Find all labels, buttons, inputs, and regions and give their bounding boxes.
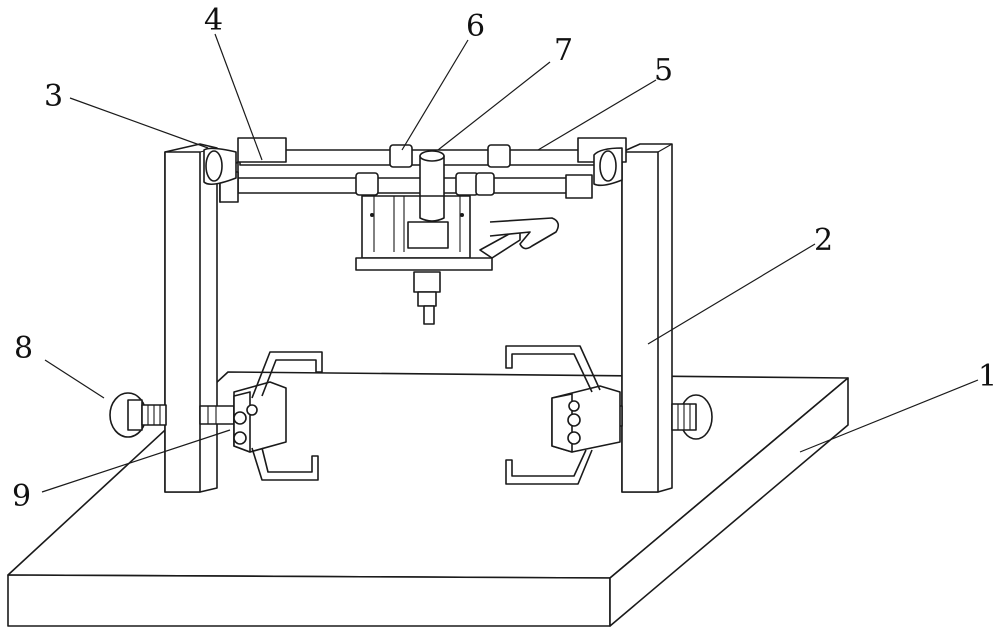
label-5: 5 — [654, 53, 673, 88]
label-4: 4 — [204, 3, 223, 38]
label-1: 1 — [978, 359, 997, 394]
left-upright-post — [164, 143, 218, 493]
label-7: 7 — [554, 33, 573, 68]
drill-carriage — [355, 150, 560, 325]
label-3: 3 — [44, 79, 63, 114]
right-clamp-assembly — [505, 345, 713, 485]
label-9: 9 — [12, 479, 31, 514]
right-upright-post — [621, 143, 673, 493]
top-frame — [203, 137, 627, 203]
label-2: 2 — [814, 223, 833, 258]
label-6: 6 — [466, 9, 485, 44]
callout-labels: 1 2 3 4 5 6 7 8 9 — [12, 3, 997, 514]
left-clamp-assembly — [109, 351, 323, 481]
label-8: 8 — [14, 331, 33, 366]
leader-lines — [41, 33, 979, 493]
slide-collars — [355, 144, 511, 196]
